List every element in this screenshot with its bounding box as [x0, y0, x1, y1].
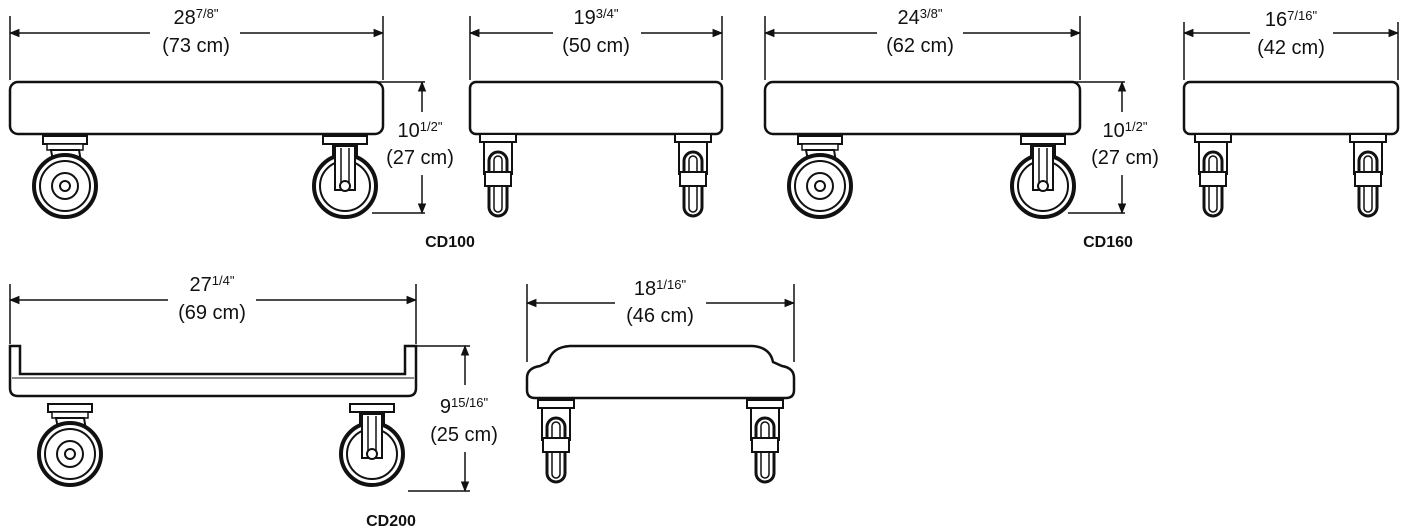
cd160-end-platform: [1182, 80, 1400, 136]
cd160-end-width-label: 167/16": [1265, 8, 1318, 31]
cd200-height-metric: (25 cm): [430, 424, 498, 446]
cd160-platform: [763, 80, 1082, 136]
cd200-model-label: CD200: [366, 513, 416, 529]
cd200-platform: [8, 344, 418, 398]
cd200-end-view: 181/16" (46 cm): [525, 277, 796, 484]
cd200-height-label: 915/16": [440, 395, 489, 418]
cd160-end-width-metric: (42 cm): [1257, 37, 1325, 59]
cd200-end-platform: [525, 344, 796, 400]
cd100-height-label: 101/2": [398, 119, 443, 142]
cd100-width-metric: (73 cm): [162, 35, 230, 57]
cd200-width-label: 271/4": [190, 273, 235, 296]
cd100-end-width-label: 193/4": [574, 6, 619, 29]
cd100-platform: [8, 80, 385, 136]
cd200-side-view: 271/4" (69 cm) 915/16" (25 cm) CD200: [8, 273, 498, 529]
cd160-height-metric: (27 cm): [1091, 147, 1159, 169]
cd100-height-metric: (27 cm): [386, 147, 454, 169]
cd200-end-width-label: 181/16": [634, 277, 687, 300]
cd100-width-label: 287/8": [174, 6, 219, 29]
cd100-end-width-metric: (50 cm): [562, 35, 630, 57]
cd160-model-label: CD160: [1083, 234, 1133, 251]
cd160-width-label: 243/8": [898, 6, 943, 29]
cd160-height-label: 101/2": [1103, 119, 1148, 142]
cd160-side-view: 243/8" (62 cm) 101/2" (27 cm) CD160: [763, 6, 1159, 251]
cd200-width-metric: (69 cm): [178, 302, 246, 324]
cd100-end-view: 193/4" (50 cm): [468, 6, 724, 218]
cd100-side-view: 287/8" (73 cm) 101/2" (27 cm) CD100: [8, 6, 475, 251]
cd200-end-width-metric: (46 cm): [626, 305, 694, 327]
cd160-end-view: 167/16" (42 cm): [1182, 8, 1400, 218]
cd100-model-label: CD100: [425, 234, 475, 251]
cd160-width-metric: (62 cm): [886, 35, 954, 57]
cd100-end-platform: [468, 80, 724, 136]
